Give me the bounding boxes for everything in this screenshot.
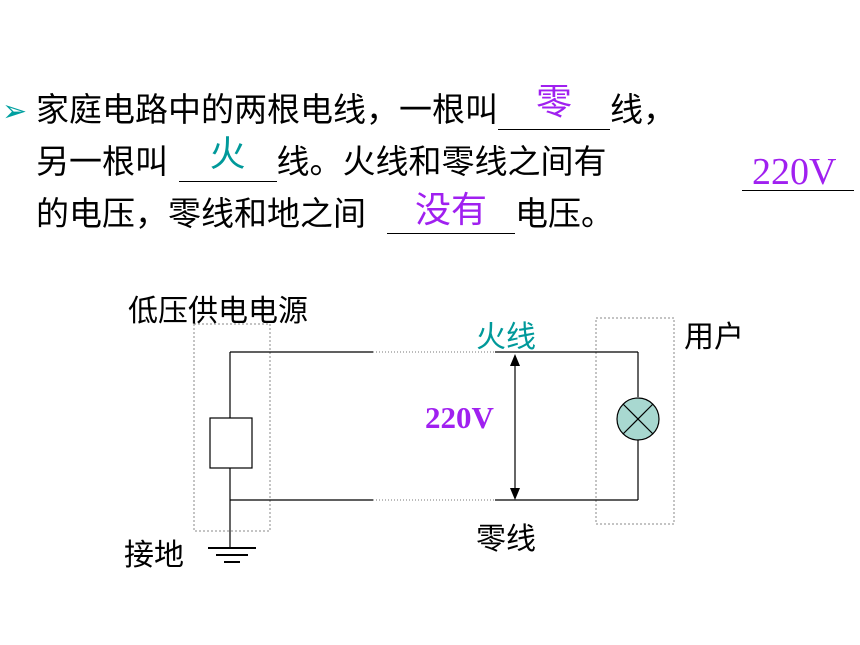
answer-1: 零 [535,82,572,123]
sentence-text: 线。火线和零线之间有 [276,142,607,181]
power-source-box [209,417,253,469]
answer-blank-4: 没有 [386,191,515,234]
sentence-text: 线， [610,90,676,129]
neutral-wire-label: 零线 [476,522,536,557]
sentence-line-1: 家庭电路中的两根电线，一根叫零线， [36,83,676,130]
answer-blank-1: 零 [498,83,610,130]
answer-blank-2: 火 [178,135,277,182]
sentence-text: 家庭电路中的两根电线，一根叫 [36,90,498,129]
answer-3: 220V [752,151,837,193]
ground-label: 接地 [124,538,184,573]
voltage-label: 220V [425,400,494,435]
ground-icon [208,547,256,563]
sentence-text: 的电压，零线和地之间 [36,194,366,233]
user-label: 用户 [684,320,744,355]
answer-2: 火 [209,134,246,175]
voltage-arrow [510,354,520,500]
sentence-text: 电压。 [514,194,614,233]
source-box [193,323,271,532]
lamp-icon [616,397,660,441]
user-box [595,317,675,525]
sentence-text: 另一根叫 [36,142,168,181]
live-wire-label: 火线 [476,320,536,355]
answer-4: 没有 [414,190,487,231]
bullet-arrow-icon: ➢ [2,94,28,129]
sentence-line-3: 的电压，零线和地之间 没有电压。 [36,191,614,234]
answer-blank-3: 220V [742,150,854,193]
sentence-line-2: 另一根叫 火线。火线和零线之间有 [36,135,607,182]
source-label: 低压供电电源 [128,294,308,329]
